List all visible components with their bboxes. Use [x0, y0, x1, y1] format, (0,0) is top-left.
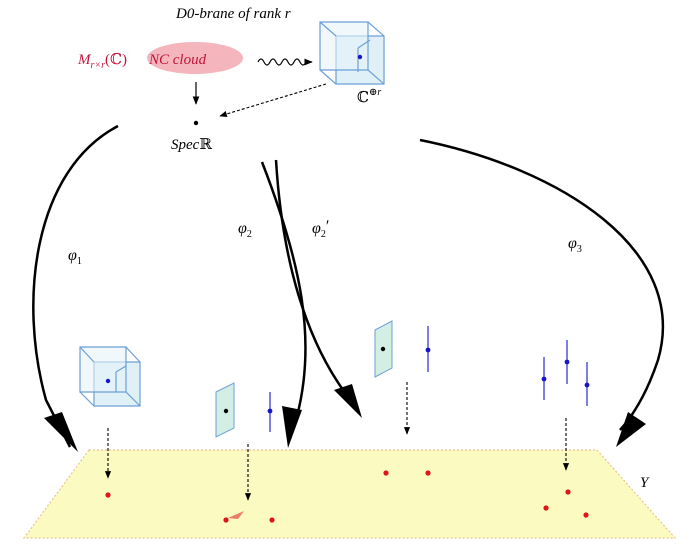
- fiber-segment-point: [541, 376, 547, 382]
- spec-label: Specℝ: [171, 137, 212, 153]
- cube-point: [357, 54, 363, 60]
- fiber-cube: [79, 346, 141, 407]
- point-on-y: [223, 517, 229, 523]
- point-on-y: [583, 512, 589, 518]
- phi3-label: φ3: [568, 235, 582, 255]
- point-on-y: [383, 470, 389, 476]
- phi2prime-arrowhead: [334, 384, 362, 418]
- vector-space-label: ℂ⊕r: [357, 87, 381, 106]
- points-on-y: [105, 470, 589, 523]
- fiber-segment-point: [564, 359, 570, 365]
- phi1-arrowhead: [44, 412, 78, 452]
- nc-cloud-label: NC cloud: [148, 52, 207, 68]
- wavy-arrow: [257, 58, 313, 66]
- point-on-y: [425, 470, 431, 476]
- phi2-arrow: [260, 161, 307, 421]
- phi2-label: φ2: [238, 220, 252, 240]
- fiber-segment-point: [584, 382, 590, 388]
- phi3-arrowhead: [616, 412, 646, 447]
- point-on-y: [565, 489, 571, 495]
- target-space-label: Y: [640, 475, 650, 491]
- phi2prime-label: φ2′: [312, 218, 329, 240]
- matrix-algebra-label: Mr×r(ℂ): [77, 52, 127, 71]
- vector-space-cube: [319, 21, 385, 85]
- tangent-blip: [228, 511, 244, 519]
- diagram-title: D0-brane of rank r: [175, 6, 291, 22]
- phi2prime-arrow: [274, 159, 348, 395]
- dashed-arrow-to-spec: [219, 83, 327, 117]
- fiber-plane-point: [380, 346, 386, 352]
- fiber-segment-point: [267, 408, 273, 414]
- phi1-arrow: [32, 124, 119, 448]
- point-on-y: [105, 492, 111, 498]
- target-space-plane: [22, 449, 677, 539]
- phi3-arrow: [419, 138, 665, 431]
- fiber-segment-point: [425, 347, 431, 353]
- nc-cloud: [147, 42, 243, 74]
- phi1-label: φ1: [68, 247, 82, 267]
- point-on-y: [543, 505, 549, 511]
- spec-point: [193, 120, 199, 126]
- fiber-cube-point: [105, 378, 111, 384]
- fiber-plane-point: [223, 408, 229, 414]
- phi2-arrowhead: [282, 406, 302, 448]
- point-on-y: [269, 517, 275, 523]
